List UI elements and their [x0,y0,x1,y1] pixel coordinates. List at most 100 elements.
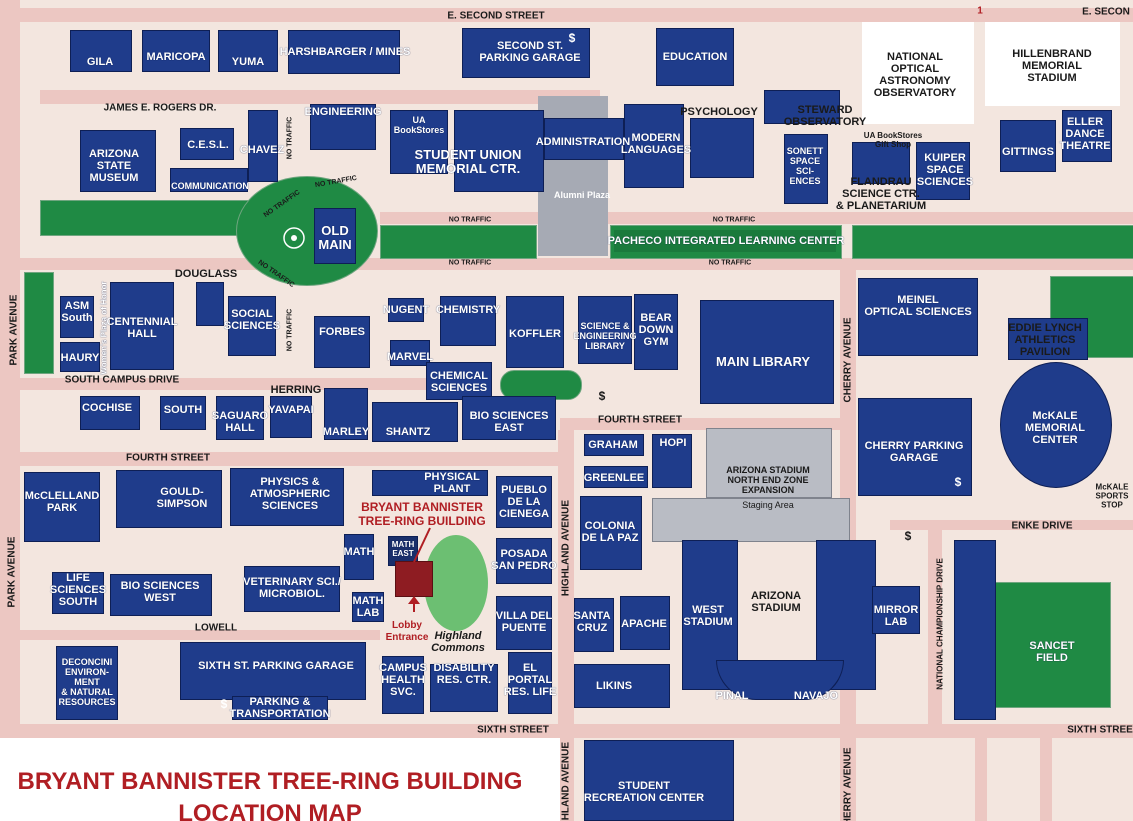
building-asm[interactable] [80,130,156,192]
building-villa[interactable] [496,596,552,650]
building-social-sciences[interactable] [228,296,276,356]
building-yuma[interactable] [218,30,278,72]
road-mall-north [380,212,1133,224]
building-koffler[interactable] [506,296,564,368]
building-disability[interactable] [430,664,498,712]
building-graham[interactable] [584,434,644,456]
building-vet-sci[interactable] [244,566,340,612]
road-park-avenue [0,0,20,821]
building-bio-west[interactable] [110,574,212,616]
label-psychology: PSYCHOLOGY [680,106,758,118]
building-colonia[interactable] [580,496,642,570]
building-flandrau[interactable] [852,142,910,184]
observatory-block [862,22,974,124]
building-second-garage[interactable] [462,28,590,78]
building-steward[interactable] [764,90,840,124]
label-highland-commons: Highland Commons [431,630,485,654]
building-haury[interactable] [60,342,100,372]
building-sonett[interactable] [784,134,828,204]
building-arizona-stadium-east[interactable] [816,540,876,690]
building-student-rec[interactable] [584,740,734,821]
building-hopi[interactable] [652,434,692,488]
building-cesl[interactable] [180,128,234,160]
road-fourth-street-mid [560,418,850,430]
street-cherry-top: CHERRY AVENUE [842,317,854,403]
building-life-sciences[interactable] [52,572,104,614]
building-modern-languages[interactable] [624,104,684,188]
building-eller[interactable] [1062,110,1112,162]
building-education[interactable] [656,28,734,86]
building-bear-down[interactable] [634,294,678,370]
building-gila[interactable] [70,30,132,72]
building-ua-bookstores[interactable] [390,110,448,174]
building-math[interactable] [344,534,374,580]
bryant-bannister-building[interactable] [395,561,433,597]
road-national-championship [928,530,942,730]
street-sixth-right: SIXTH STREE [1067,724,1133,736]
building-mcclelland[interactable] [24,472,100,542]
building-psychology[interactable] [690,118,754,178]
building-douglass[interactable] [196,282,224,326]
building-physical-plant[interactable] [372,470,488,496]
building-shantz[interactable] [372,402,458,442]
building-eddie-lynch[interactable] [1008,318,1088,360]
road-south-campus [0,378,470,390]
building-meinel[interactable] [858,278,978,356]
building-maricopa[interactable] [142,30,210,72]
no-traffic-6: NO TRAFFIC [708,259,752,267]
building-south[interactable] [160,396,206,430]
lawn-mall-center [380,225,537,259]
building-national-res[interactable] [954,540,996,720]
building-cochise[interactable] [80,396,140,430]
title-background [0,738,560,821]
building-apache[interactable] [620,596,670,650]
building-marley[interactable] [324,388,368,440]
street-enke: ENKE DRIVE [1011,520,1073,532]
building-pueblo[interactable] [496,476,552,528]
building-likins[interactable] [574,664,670,708]
building-mckale[interactable] [1000,362,1112,488]
building-communication[interactable] [170,168,248,192]
building-chemistry[interactable] [440,296,496,346]
building-old-main[interactable] [314,208,356,264]
building-sel[interactable] [578,296,632,364]
parking-symbol-sixth: $ [220,697,228,711]
road-mall-south [0,258,1133,270]
building-posada[interactable] [496,538,552,584]
building-forbes[interactable] [314,316,370,368]
building-kuiper[interactable] [916,142,970,200]
building-asm-south[interactable] [60,296,94,338]
building-math-lab[interactable] [352,592,384,622]
building-marvel[interactable] [390,340,430,366]
lawn-west-mall [40,200,262,236]
building-cherry-garage[interactable] [858,398,972,496]
stadium-expansion [706,428,832,498]
building-deconcini[interactable] [56,646,118,720]
building-main-library[interactable] [700,300,834,404]
building-harshbarger[interactable] [288,30,400,74]
building-santa-cruz[interactable] [574,598,614,652]
building-parking-trans[interactable] [232,696,328,720]
building-chemical-sciences[interactable] [426,362,492,400]
building-greenlee[interactable] [584,466,648,488]
building-campus-health[interactable] [382,656,424,714]
building-bio-east[interactable] [462,396,556,440]
street-second: E. SECOND STREET [447,10,545,22]
building-saguaro[interactable] [216,396,264,440]
building-centennial[interactable] [110,282,174,370]
building-mirror-lab[interactable] [872,586,920,634]
building-el-portal[interactable] [508,652,552,714]
building-stadium-end[interactable] [716,660,844,700]
building-engineering[interactable] [310,104,376,150]
building-yavapai[interactable] [270,396,312,438]
road-east-2 [1040,738,1052,821]
building-gittings[interactable] [1000,120,1056,172]
building-student-union[interactable] [454,110,544,192]
building-administration[interactable] [544,118,624,160]
building-sixth-garage[interactable] [180,642,366,700]
label-womens-plaza: Women's Plaza of Honor [99,281,109,375]
building-chavez[interactable] [248,110,278,182]
building-gould-simpson[interactable] [116,470,222,528]
building-physics[interactable] [230,468,344,526]
building-nugent[interactable] [388,298,424,322]
